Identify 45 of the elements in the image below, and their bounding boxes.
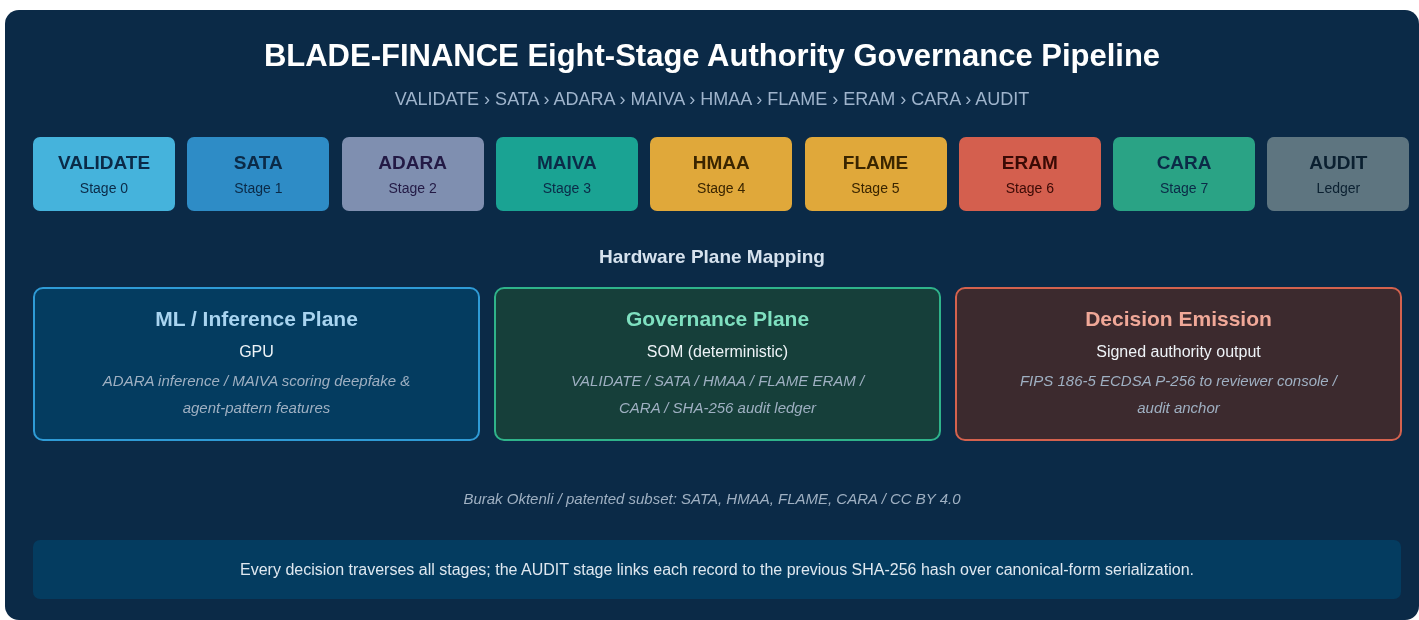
stage-number: Stage 1 (234, 180, 283, 196)
stage-box (1267, 137, 1410, 211)
hardware-line: SOM (deterministic) (646, 343, 789, 361)
stage-name: MAIVA (537, 152, 597, 174)
description-text: FIPS 186-5 ECDSA P-256 to reviewer console / audit anchor (1018, 371, 1339, 418)
stage-name: SATA (233, 152, 283, 174)
stage-number: Stage 6 (1005, 180, 1054, 196)
stage-box (958, 137, 1101, 211)
stage-box (495, 137, 638, 211)
stage-name: ADARA (378, 152, 447, 174)
stage-number: Stage 5 (851, 180, 900, 196)
stage-name: CARA (1156, 152, 1212, 174)
note-text: Every decision traverses all stages; the AUDIT stage links each record to the previous SHA-256 hash over canonical-form serialization. (240, 560, 1194, 579)
hardware-line: GPU (239, 343, 274, 361)
hardware-line: Signed authority output (1096, 343, 1261, 361)
description-text: ADARA inference / MAIVA scoring deepfake & agent-pattern features (101, 371, 412, 418)
stage-number: Stage 0 (79, 180, 129, 196)
stage-name: FLAME (842, 152, 909, 174)
stage-name: ERAM (1001, 152, 1058, 174)
section-heading: Hardware Plane Mapping (598, 246, 826, 268)
note-banner (33, 540, 1401, 599)
title: BLADE-FINANCE Eight-Stage Authority Governance Pipeline (262, 38, 1162, 74)
stage-box (341, 137, 484, 211)
panel-heading: Decision Emission (1085, 307, 1272, 331)
description-text: VALIDATE / SATA / HMAA / FLAME ERAM / CARA / SHA-256 audit ledger (569, 371, 867, 418)
panel-heading: ML / Inference Plane (155, 307, 358, 331)
stage-box (804, 137, 947, 211)
stage-box (187, 137, 330, 211)
stage-number: Stage 2 (388, 180, 437, 196)
panel-heading: Governance Plane (625, 307, 810, 331)
plane-panel (955, 287, 1402, 441)
stage-name: AUDIT (1309, 152, 1368, 174)
credit-note: Burak Oktenli / patented subset: SATA, HMAA, FLAME, CARA / CC BY 4.0 (462, 490, 962, 507)
plane-panel (33, 287, 480, 441)
stage-box (650, 137, 793, 211)
stage-number: Stage 4 (697, 180, 746, 196)
stage-number: Stage 3 (542, 180, 591, 196)
stage-name: HMAA (692, 152, 750, 174)
stage-name: VALIDATE (57, 152, 151, 174)
plane-panel (494, 287, 941, 441)
stage-box (1113, 137, 1256, 211)
subtitle: VALIDATE › SATA › ADARA › MAIVA › HMAA › FLAME › ERAM › CARA › AUDIT (393, 89, 1031, 110)
stage-number: Ledger (1316, 180, 1361, 196)
stage-box (33, 137, 175, 211)
stage-number: Stage 7 (1159, 180, 1209, 196)
